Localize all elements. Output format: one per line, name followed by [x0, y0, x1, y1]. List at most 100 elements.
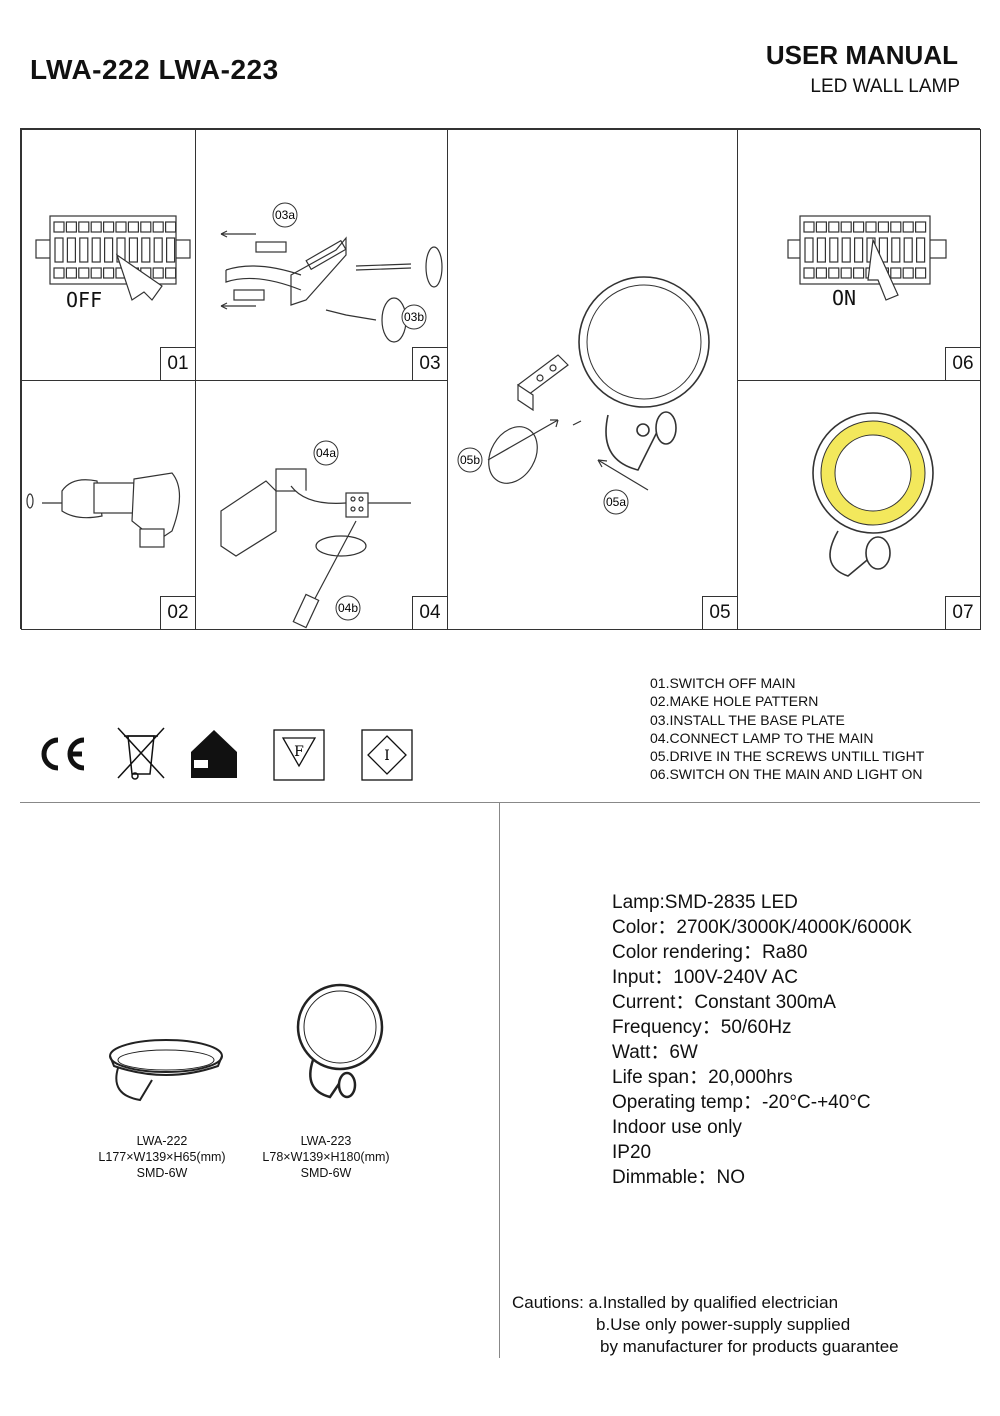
terminal-screw — [865, 221, 877, 233]
installation-steps-grid: OFF 01 03a 03b 03 — [20, 128, 981, 630]
callout-04a: 04a — [316, 446, 336, 460]
product-dimensions: L78×W139×H180(mm) — [262, 1150, 390, 1164]
breaker-toggle — [829, 237, 839, 263]
breaker-toggle — [91, 237, 101, 263]
product-model: LWA-223 — [300, 1134, 352, 1148]
instruction-item: 05.DRIVE IN THE SCREWS UNTILL TIGHT — [650, 748, 925, 765]
terminal-screw — [115, 221, 127, 233]
breaker-toggle — [853, 237, 864, 263]
spec-item: Life span：20,000hrs — [612, 1067, 793, 1088]
callout-05b: 05b — [460, 453, 480, 467]
spec-list: Lamp:SMD-2835 LED Color：2700K/3000K/4000… — [612, 890, 912, 1190]
product-power: SMD-6W — [136, 1166, 188, 1180]
caution-line: b.Use only power-supply supplied — [596, 1315, 851, 1334]
terminal-screw — [828, 221, 840, 233]
wheelie-bin-crossed-icon — [117, 727, 165, 780]
terminal-screw — [815, 267, 828, 279]
instruction-item: 06.SWITCH ON THE MAIN AND LIGHT ON — [650, 766, 923, 783]
terminal-screw — [852, 267, 865, 279]
terminal-screw — [102, 267, 115, 279]
model-title: LWA-222 LWA-223 — [30, 54, 279, 85]
breaker-toggle — [891, 237, 901, 263]
terminal-screw — [803, 221, 815, 233]
callout-04b: 04b — [338, 601, 358, 615]
terminal-screw — [102, 221, 115, 233]
wiring-illustration: 04a 04b — [220, 440, 411, 629]
terminal-screw — [65, 221, 78, 233]
terminal-screw — [53, 267, 65, 279]
spec-item: Lamp:SMD-2835 LED — [612, 892, 798, 913]
step-number: 02 — [160, 596, 195, 629]
breaker-toggle — [128, 237, 139, 263]
spec-item: Color rendering：Ra80 — [612, 942, 808, 963]
step-number: 03 — [412, 347, 447, 380]
spec-item: Indoor use only — [612, 1117, 742, 1138]
cautions-block: Cautions: a.Installed by qualified elect… — [512, 1292, 899, 1358]
manual-title: USER MANUAL — [765, 40, 958, 70]
step-number: 04 — [412, 596, 447, 629]
caution-line: Cautions: a.Installed by qualified elect… — [512, 1293, 839, 1312]
instruction-item: 04.CONNECT LAMP TO THE MAIN — [650, 729, 874, 746]
base-plate-install-illustration: 03a 03b — [220, 202, 443, 343]
terminal-screw — [890, 267, 902, 279]
step-05-panel: 05b 05a 05 — [447, 129, 738, 630]
terminal-screw — [803, 267, 815, 279]
breaker-toggle — [841, 237, 851, 263]
instruction-item: 03.INSTALL THE BASE PLATE — [650, 711, 845, 728]
breaker-toggle — [66, 237, 77, 263]
callout-05a: 05a — [606, 495, 626, 509]
step-03-panel: 03a 03b 03 — [195, 129, 448, 381]
terminal-screw — [65, 267, 78, 279]
product-power: SMD-6W — [300, 1166, 352, 1180]
f-mark-icon — [273, 729, 325, 781]
vertical-divider — [499, 803, 500, 1358]
step-06-panel: ON 06 — [737, 129, 981, 381]
breaker-toggle — [153, 237, 163, 263]
lwa-222-product-image — [109, 1039, 223, 1102]
lamp-lit-illustration — [812, 412, 934, 577]
spec-item: IP20 — [612, 1142, 652, 1163]
certification-symbols: F I — [41, 727, 413, 781]
breaker-toggle — [903, 237, 913, 263]
spec-item: Input：100V-240V AC — [612, 967, 798, 988]
terminal-screw — [152, 221, 164, 233]
spec-item: Frequency：50/60Hz — [612, 1017, 792, 1038]
terminal-screw — [90, 221, 102, 233]
terminal-screw — [915, 267, 927, 279]
spec-item: Operating temp：-20°C-+40°C — [612, 1092, 871, 1113]
i-diamond-letter: I — [384, 748, 390, 764]
lwa-222-caption: LWA-222 L177×W139×H65(mm) SMD-6W — [82, 1133, 242, 1181]
spec-item: Current：Constant 300mA — [612, 992, 836, 1013]
terminal-screw — [852, 221, 865, 233]
manual-subtitle: LED WALL LAMP — [810, 76, 960, 97]
terminal-screw — [152, 267, 164, 279]
mount-lamp-illustration: 05b 05a — [457, 276, 710, 515]
callout-03a: 03a — [275, 208, 295, 222]
ce-mark-icon — [41, 737, 85, 771]
callout-03b: 03b — [404, 310, 424, 324]
drill-illustration — [26, 472, 181, 548]
breaker-on-illustration — [787, 215, 947, 301]
breaker-toggle — [79, 237, 89, 263]
class-ii-house-icon — [191, 730, 237, 778]
step-number: 01 — [160, 347, 195, 380]
step-07-panel: 07 — [737, 380, 981, 630]
breaker-toggle — [916, 237, 926, 263]
terminal-screw — [78, 267, 90, 279]
terminal-screw — [890, 221, 902, 233]
breaker-off-illustration — [35, 215, 191, 301]
breaker-toggle — [103, 237, 114, 263]
terminal-screw — [90, 267, 102, 279]
horizontal-divider — [20, 802, 980, 803]
spec-item: Watt：6W — [612, 1042, 698, 1063]
step-01-panel: OFF 01 — [21, 129, 196, 381]
step-04-panel: 04a 04b 04 — [195, 380, 448, 630]
product-dimensions: L177×W139×H65(mm) — [98, 1150, 226, 1164]
lwa-223-caption: LWA-223 L78×W139×H180(mm) SMD-6W — [246, 1133, 406, 1181]
step-number: 07 — [945, 596, 980, 629]
instruction-item: 02.MAKE HOLE PATTERN — [650, 693, 819, 710]
step-02-panel: 02 — [21, 380, 196, 630]
terminal-screw — [127, 221, 140, 233]
caution-line: by manufacturer for products guarantee — [600, 1337, 899, 1356]
terminal-screw — [78, 221, 90, 233]
